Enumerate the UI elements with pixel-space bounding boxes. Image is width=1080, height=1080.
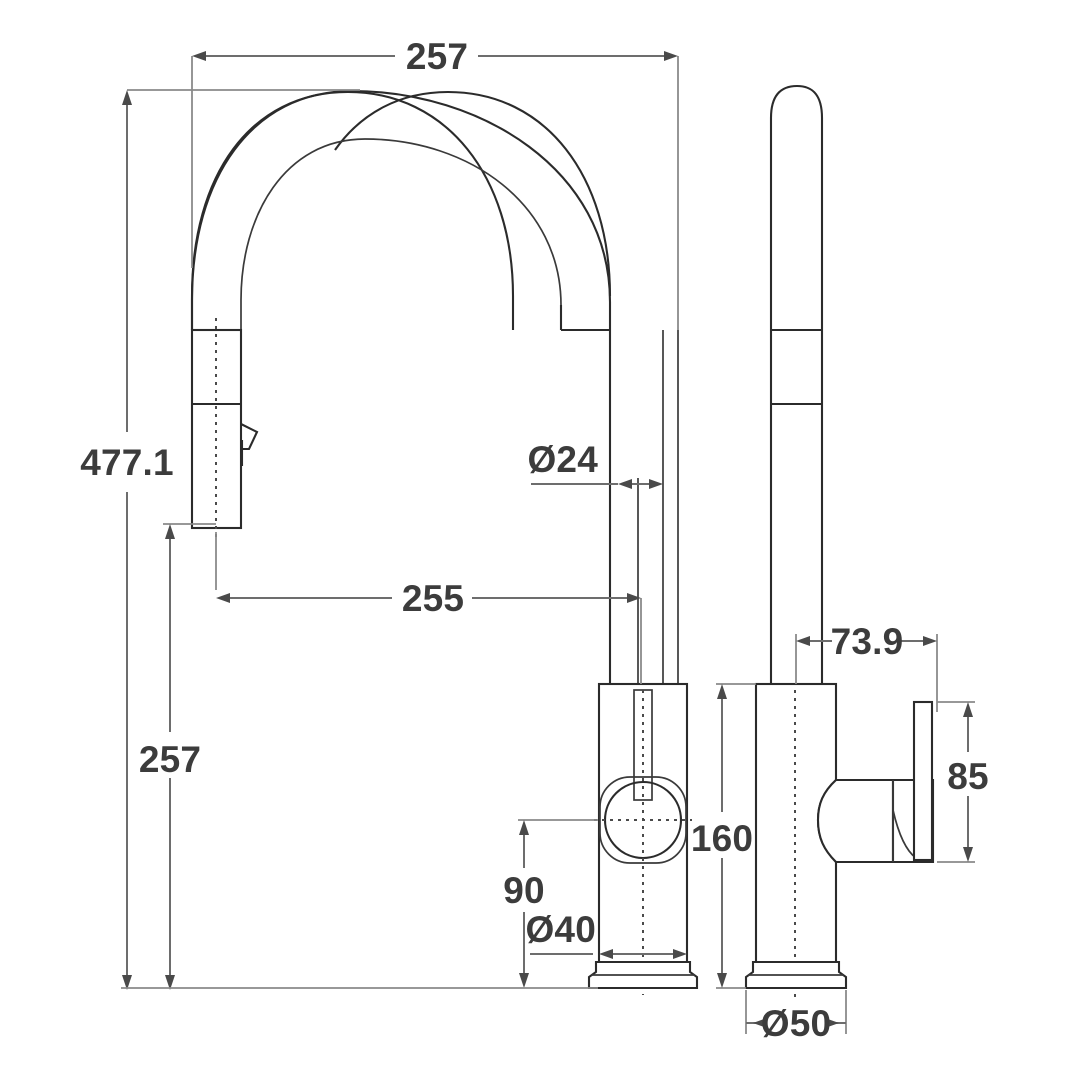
dim-255-label: 255 xyxy=(402,578,464,619)
dim-160-arrow-top xyxy=(717,684,727,699)
handle-body-block xyxy=(816,778,895,864)
dim-257-arrow-right xyxy=(664,51,678,61)
dim-739-label: 73.9 xyxy=(831,621,904,662)
spout-inner-arc xyxy=(240,138,562,330)
dim-spout-diameter-24: Ø24 xyxy=(527,439,663,489)
spray-head-trigger-icon xyxy=(240,423,259,451)
dimension-annotations: 257 477.1 Ø24 255 xyxy=(80,36,989,1044)
dim-50-arrow-right xyxy=(825,1018,839,1028)
dim-257-arrow-left xyxy=(192,51,206,61)
dim-90-arrow-bottom xyxy=(519,973,529,988)
dim-50-label: Ø50 xyxy=(761,1003,832,1044)
dim-24-arrow-right xyxy=(649,479,663,489)
dim-90-arrow-top xyxy=(519,820,529,835)
dim-40-label: Ø40 xyxy=(525,909,596,950)
dim-24-arrow-left xyxy=(618,479,632,489)
dim-body-height-160: 160 xyxy=(691,683,756,989)
dim-90-label: 90 xyxy=(503,870,545,911)
spout-outer-right-leg xyxy=(334,90,612,297)
handle-socket-outline xyxy=(599,776,687,864)
dim-739-arrow-left xyxy=(796,636,810,646)
dim-flange-diameter-50: Ø50 xyxy=(745,990,847,1044)
dim-spray-reach-255: 255 xyxy=(215,532,642,684)
dim-477-arrow-top xyxy=(122,90,132,105)
dim-overall-height-477: 477.1 xyxy=(80,89,360,990)
dim-255-arrow-right xyxy=(627,593,641,603)
dim-body-diameter-40: Ø40 xyxy=(525,909,687,959)
dim-socket-height-90: 90 xyxy=(503,819,598,988)
side-elevation-view xyxy=(744,84,935,1000)
dim-255-arrow-left xyxy=(216,593,230,603)
dim-160-arrow-bottom xyxy=(717,973,727,988)
side-spout-column xyxy=(769,84,824,330)
dim-85-label: 85 xyxy=(947,756,989,797)
dim-257-label: 257 xyxy=(406,36,468,77)
spout-outer-arc xyxy=(190,89,612,330)
dim-40-arrow-left xyxy=(599,949,613,959)
dim-85-arrow-top xyxy=(963,702,973,717)
dim-739-arrow-right xyxy=(923,636,937,646)
dim-477-label: 477.1 xyxy=(80,442,174,483)
dim-spout-reach-257: 257 xyxy=(191,36,679,330)
dim-257v-arrow-bottom xyxy=(165,975,175,990)
dim-lever-height-85: 85 xyxy=(937,701,989,863)
dim-85-arrow-bottom xyxy=(963,847,973,862)
dim-160-label: 160 xyxy=(691,818,753,859)
dim-spray-height-257: 257 xyxy=(139,523,216,990)
dim-257v-arrow-top xyxy=(165,524,175,539)
dim-24-label: Ø24 xyxy=(527,439,598,480)
dim-handle-projection-739: 73.9 xyxy=(795,621,938,712)
handle-lever-arm xyxy=(912,700,934,862)
dim-477-arrow-bottom xyxy=(122,975,132,990)
dim-40-arrow-right xyxy=(673,949,687,959)
front-elevation-view xyxy=(190,89,699,995)
dim-50-arrow-left xyxy=(753,1018,767,1028)
dim-257v-label: 257 xyxy=(139,739,201,780)
